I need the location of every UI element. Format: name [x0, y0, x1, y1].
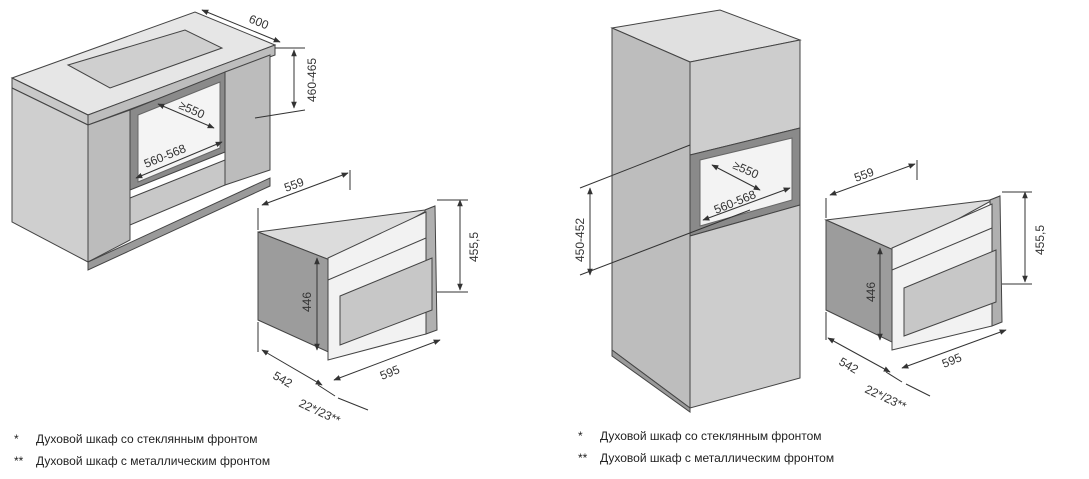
legend-right-mark-glass: *	[578, 429, 583, 443]
legend-left-row-glass: * Духовой шкаф со стеклянным фронтом	[14, 428, 270, 450]
legend-right-mark-metal: **	[578, 451, 588, 465]
legend-left-row-metal: ** Духовой шкаф с металлическим фронтом	[14, 450, 270, 472]
legend-left: * Духовой шкаф со стеклянным фронтом ** …	[14, 428, 270, 472]
legend-left-mark-glass: *	[14, 432, 19, 446]
dim-right-oven-body-height: 446	[864, 282, 878, 302]
dim-left-oven-depth: 559	[282, 175, 306, 195]
legend-left-text-metal: Духовой шкаф с металлическим фронтом	[36, 454, 271, 468]
hob	[66, 29, 224, 89]
legend-right-text-metal: Духовой шкаф с металлическим фронтом	[600, 451, 835, 465]
legend-left-mark-metal: **	[14, 454, 24, 468]
legend-right-row-metal: ** Духовой шкаф с металлическим фронтом	[578, 447, 834, 469]
dim-left-oven-front-thickness: 22*/23**	[297, 396, 343, 427]
dim-left-height-range: 460-465	[305, 58, 319, 102]
dim-left-oven-body-depth: 542	[271, 368, 296, 390]
legend-right: * Духовой шкаф со стеклянным фронтом ** …	[578, 425, 834, 469]
dim-left-oven-total-height: 455,5	[467, 232, 481, 262]
dim-right-oven-depth: 559	[852, 165, 876, 185]
dim-right-oven-total-height: 455,5	[1033, 225, 1047, 255]
right-oven-window	[903, 249, 997, 337]
dim-right-oven-body-depth: 542	[837, 354, 862, 376]
legend-right-row-glass: * Духовой шкаф со стеклянным фронтом	[578, 425, 834, 447]
legend-left-text-glass: Духовой шкаф со стеклянным фронтом	[36, 432, 258, 446]
dim-right-oven-front-thickness: 22*/23**	[863, 382, 909, 413]
dim-right-height-range: 450-452	[573, 218, 587, 262]
right-oven	[824, 195, 1003, 351]
legend-right-text-glass: Духовой шкаф со стеклянным фронтом	[600, 429, 822, 443]
dim-left-oven-body-height: 446	[300, 292, 314, 312]
left-oven	[257, 205, 438, 361]
dim-left-oven-front-width: 595	[378, 362, 402, 383]
right-tall-cabinet	[610, 9, 802, 413]
dim-left-depth-top: 600	[247, 12, 271, 33]
left-oven-window	[339, 257, 433, 346]
left-cabinet	[10, 11, 277, 271]
